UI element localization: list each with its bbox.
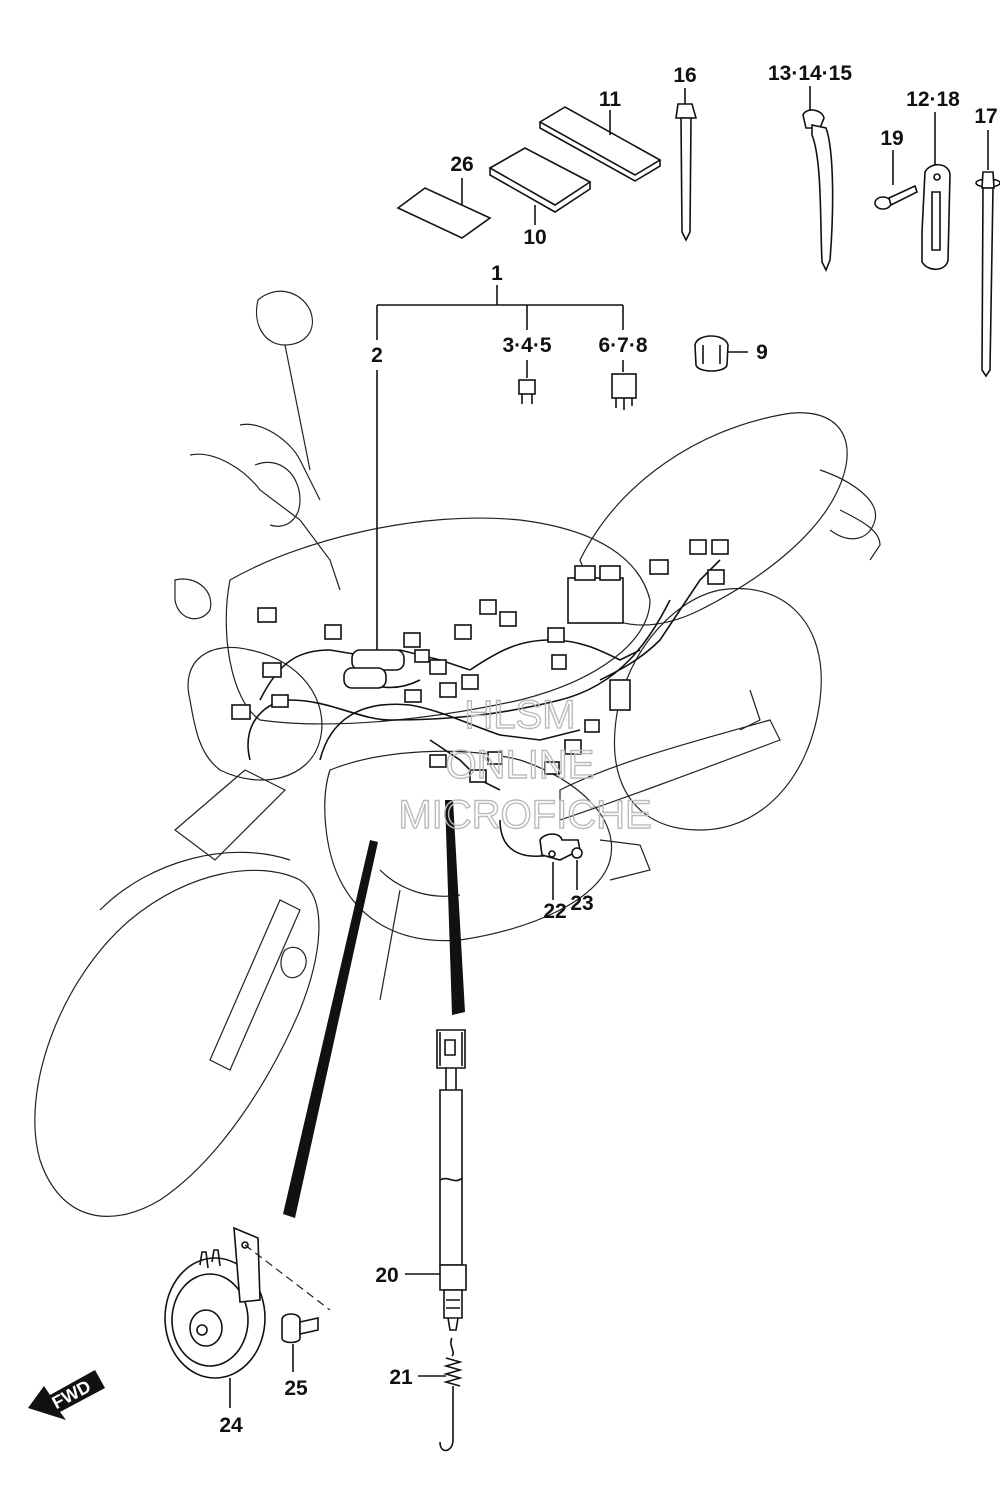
callout-24: 24 (219, 1414, 243, 1437)
watermark-line1: HLSM (464, 693, 575, 737)
cable-tie-16 (675, 88, 698, 242)
brake-light-switch-20 (405, 1029, 467, 1331)
fwd-label: FWD (49, 1376, 95, 1413)
pad-10 (488, 147, 592, 225)
callout-26: 26 (450, 153, 473, 176)
relay (611, 373, 637, 410)
callout-13-14-15: 13·14·15 (768, 62, 852, 85)
callout-1: 1 (491, 262, 503, 285)
fuse (518, 379, 536, 404)
leader-lines (376, 285, 624, 650)
callout-12-18: 12·18 (906, 88, 960, 111)
callout-3-4-5: 3·4·5 (502, 334, 551, 357)
callout-25: 25 (284, 1377, 308, 1400)
pointer-to-switch (445, 800, 465, 1015)
pointer-to-horn (283, 840, 378, 1218)
callout-16: 16 (673, 64, 696, 87)
bolt-25 (281, 1313, 319, 1372)
callout-21: 21 (389, 1366, 413, 1389)
callout-2: 2 (371, 344, 383, 367)
callout-19: 19 (880, 127, 903, 150)
callout-20: 20 (375, 1264, 398, 1287)
fwd-arrow: FWD (28, 1370, 105, 1420)
callout-23: 23 (570, 892, 593, 915)
horn-24 (164, 1226, 331, 1408)
callout-22: 22 (543, 900, 566, 923)
callout-labels: 1 2 3·4·5 6·7·8 9 10 11 12·18 13·14·15 1… (219, 62, 997, 1437)
watermark-line3: MICROFICHE (398, 793, 651, 837)
callout-17: 17 (974, 105, 997, 128)
callout-6-7-8: 6·7·8 (598, 334, 647, 357)
sensor-22 (539, 833, 581, 900)
clamp-tie-13-14-15 (802, 86, 834, 272)
callout-10: 10 (523, 226, 546, 249)
spring-21 (418, 1337, 463, 1452)
callout-11: 11 (599, 88, 622, 111)
motorcycle-outline (34, 290, 881, 1217)
screw-23 (571, 847, 583, 890)
watermark-line2: ONLINE (446, 743, 595, 787)
watermark: HLSM ONLINE MICROFICHE (398, 692, 653, 837)
pad-26 (396, 178, 492, 239)
pad-11 (538, 106, 662, 182)
callout-9: 9 (756, 341, 768, 364)
screw-19 (874, 150, 918, 210)
wiring-harness (231, 539, 729, 857)
clamp-12-18 (921, 112, 951, 271)
rubber-holder (694, 335, 748, 372)
cable-tie-17 (975, 130, 1000, 378)
